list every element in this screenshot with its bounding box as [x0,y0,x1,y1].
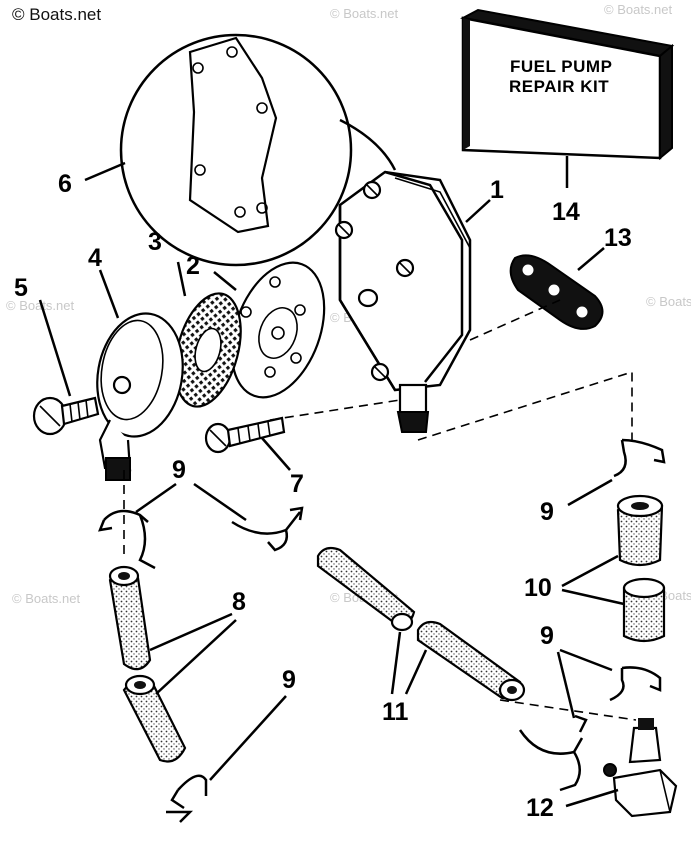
leader-9 [209,695,287,781]
hose-clamp [98,509,156,570]
assembly-line [469,299,561,341]
leader-4 [98,269,120,319]
leader-9 [135,482,177,514]
callout-5: 5 [14,274,28,302]
leader-11 [404,649,428,695]
callout-12: 12 [526,794,554,822]
leader-13 [577,247,605,271]
leader-7 [261,437,291,471]
callout-2: 2 [186,252,200,280]
callout-11: 11 [382,698,409,726]
kit-label-line2: REPAIR KIT [509,77,609,96]
callout-4: 4 [88,244,102,272]
fuel-hose [316,546,416,632]
watermark: © Boats.net [330,6,399,21]
hose-clamp [166,774,208,823]
callout-8: 8 [232,588,246,616]
leader-8 [155,619,237,695]
callout-9: 9 [282,666,296,694]
hose-clamp [231,506,304,552]
hose-clamp [613,438,666,478]
callout-9: 9 [540,622,554,650]
leader-2 [213,271,237,291]
assembly-line [417,370,633,441]
leader-5 [38,299,72,397]
leader-3 [176,261,187,297]
filter-cover [96,312,184,481]
leader-9 [559,648,613,672]
callout-9: 9 [540,498,554,526]
watermark: © Boats.net [646,294,691,309]
leader-9 [556,651,576,719]
leader-11 [390,631,402,695]
gasket-detail-circle [119,33,397,267]
fuel-hose [108,565,152,671]
callout-14: 14 [552,198,580,226]
leader-12 [565,788,619,808]
callout-3: 3 [148,228,162,256]
fuel-pump-body [334,170,472,433]
leader-1 [465,199,491,223]
fuel-hose [416,620,526,702]
long-screw [204,416,286,454]
hose-clamp [609,666,662,702]
fuel-hose [122,674,187,763]
hose-clamp [518,714,588,792]
leader-10 [561,588,625,606]
watermark: © Boats.net [6,298,75,313]
diaphragm-plate [230,261,326,399]
fuel-hose [616,494,664,567]
watermark: © Boats.net [604,2,673,17]
small-gasket [509,254,604,330]
callout-6: 6 [58,170,72,198]
callout-7: 7 [290,470,304,498]
cover-screw [32,396,100,436]
leader-9 [193,482,247,522]
leader-9 [567,478,613,507]
callout-13: 13 [604,224,632,252]
callout-9: 9 [172,456,186,484]
callout-10: 10 [524,574,552,602]
pump-gasket [188,36,278,234]
callout-1: 1 [490,176,504,204]
kit-label-line1: FUEL PUMP [510,57,612,76]
elbow-fitting [603,718,678,818]
assembly-line [499,699,637,721]
leader-6 [84,161,126,182]
leader-10 [561,554,619,588]
repair-kit-box: FUEL PUMP REPAIR KIT [460,8,675,161]
leader-8 [149,612,233,652]
assembly-line [269,399,401,421]
fuel-hose [622,577,666,643]
watermark: © Boats.net [12,591,81,606]
watermark-main: © Boats.net [12,5,101,24]
